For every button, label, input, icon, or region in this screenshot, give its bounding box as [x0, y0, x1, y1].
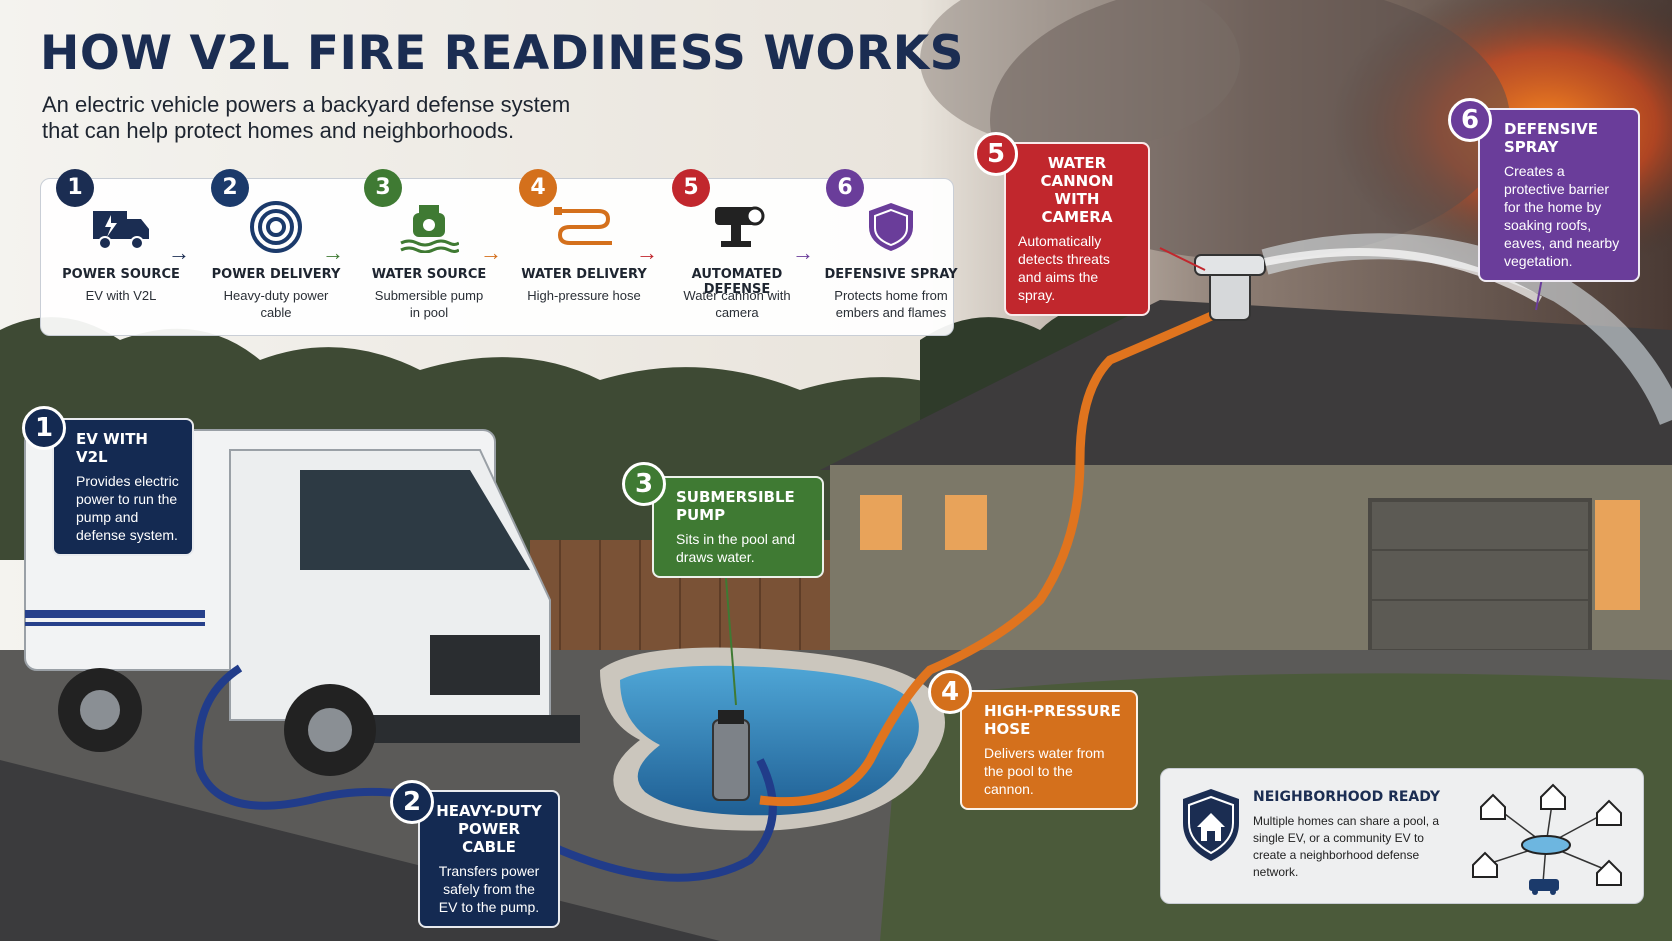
step-defensive-spray: 6 DEFENSIVE SPRAY Protects home from emb… — [821, 169, 961, 337]
badge-5: 5 — [974, 132, 1018, 176]
cable-coil-icon — [250, 201, 302, 253]
callout-desc: Automatically detects threats and aims t… — [1018, 233, 1110, 303]
step-number: 6 — [826, 169, 864, 207]
callout-cannon: WATER CANNON WITH CAMERA Automatically d… — [1004, 142, 1150, 316]
callout-cable: HEAVY-DUTY POWER CABLE Transfers power s… — [418, 790, 560, 928]
step-number: 4 — [519, 169, 557, 207]
step-label: WATER DELIVERY — [521, 267, 647, 282]
pump-icon — [400, 205, 459, 253]
step-label: POWER DELIVERY — [211, 267, 341, 282]
step-desc: Protects home from embers and flames — [834, 288, 948, 320]
callout-desc: Creates a protective barrier for the hom… — [1504, 163, 1620, 269]
camera-icon — [715, 206, 765, 247]
network-diagram-icon — [1472, 783, 1622, 895]
step-number: 5 — [672, 169, 710, 207]
step-desc: High-pressure hose — [527, 288, 641, 303]
page-title: HOW V2L FIRE READINESS WORKS — [40, 26, 964, 81]
step-desc: EV with V2L — [85, 288, 157, 303]
step-power-source: 1 POWER SOURCE EV with V2L — [51, 169, 191, 337]
badge-2: 2 — [390, 780, 434, 824]
callout-desc: Provides electric power to run the pump … — [76, 473, 179, 543]
callout-desc: Delivers water from the pool to the cann… — [984, 745, 1105, 797]
step-number: 3 — [364, 169, 402, 207]
step-automated-defense: 5 AUTOMATED DEFENSE Water cannon with ca… — [667, 169, 807, 337]
badge-1: 1 — [22, 406, 66, 450]
callout-title: DEFENSIVE SPRAY — [1504, 120, 1598, 156]
step-number: 1 — [56, 169, 94, 207]
callout-title: HEAVY-DUTY POWER CABLE — [436, 802, 542, 856]
step-power-delivery: 2 POWER DELIVERY Heavy-duty power cable — [206, 169, 346, 337]
callout-desc: Transfers power safely from the EV to th… — [438, 863, 540, 915]
step-desc: Submersible pump in pool — [374, 288, 484, 320]
step-desc: Heavy-duty power cable — [223, 288, 329, 320]
page-subtitle: An electric vehicle powers a backyard de… — [42, 92, 571, 143]
step-water-delivery: 4 WATER DELIVERY High-pressure hose — [514, 169, 654, 337]
callout-spray: DEFENSIVE SPRAY Creates a protective bar… — [1478, 108, 1640, 282]
shield-icon — [869, 203, 913, 251]
callout-title: EV WITH V2L — [76, 430, 148, 466]
callout-title: HIGH-PRESSURE HOSE — [984, 702, 1121, 738]
step-label: AUTOMATED DEFENSE — [691, 267, 783, 297]
arrow-icon: → — [480, 240, 502, 265]
step-label: WATER SOURCE — [371, 267, 487, 282]
shield-home-icon — [1183, 789, 1239, 861]
arrow-icon: → — [792, 240, 814, 265]
badge-3: 3 — [622, 462, 666, 506]
callout-hose: HIGH-PRESSURE HOSE Delivers water from t… — [960, 690, 1138, 810]
step-label: DEFENSIVE SPRAY — [824, 267, 958, 282]
step-label: POWER SOURCE — [62, 267, 180, 282]
badge-6: 6 — [1448, 98, 1492, 142]
steps-panel: 1 POWER SOURCE EV with V2L 2 POWER DELIV… — [40, 169, 958, 337]
callout-title: SUBMERSIBLE PUMP — [676, 488, 795, 524]
truck-icon — [93, 211, 149, 250]
step-desc: Water cannon with camera — [683, 288, 791, 320]
callout-ev: EV WITH V2L Provides electric power to r… — [52, 418, 194, 556]
neighborhood-panel: NEIGHBORHOOD READY Multiple homes can sh… — [1160, 768, 1644, 904]
callout-desc: Sits in the pool and draws water. — [676, 531, 796, 565]
neighborhood-desc: Multiple homes can share a pool, a singl… — [1253, 814, 1440, 879]
callout-title: WATER CANNON WITH CAMERA — [1040, 154, 1114, 226]
arrow-icon: → — [322, 240, 344, 265]
neighborhood-title: NEIGHBORHOOD READY — [1253, 789, 1440, 805]
hose-icon — [554, 207, 612, 245]
arrow-icon: → — [636, 240, 658, 265]
badge-4: 4 — [928, 670, 972, 714]
step-water-source: 3 WATER SOURCE Submersible pump in pool — [359, 169, 499, 337]
step-number: 2 — [211, 169, 249, 207]
arrow-icon: → — [168, 240, 190, 265]
callout-pump: SUBMERSIBLE PUMP Sits in the pool and dr… — [652, 476, 824, 578]
